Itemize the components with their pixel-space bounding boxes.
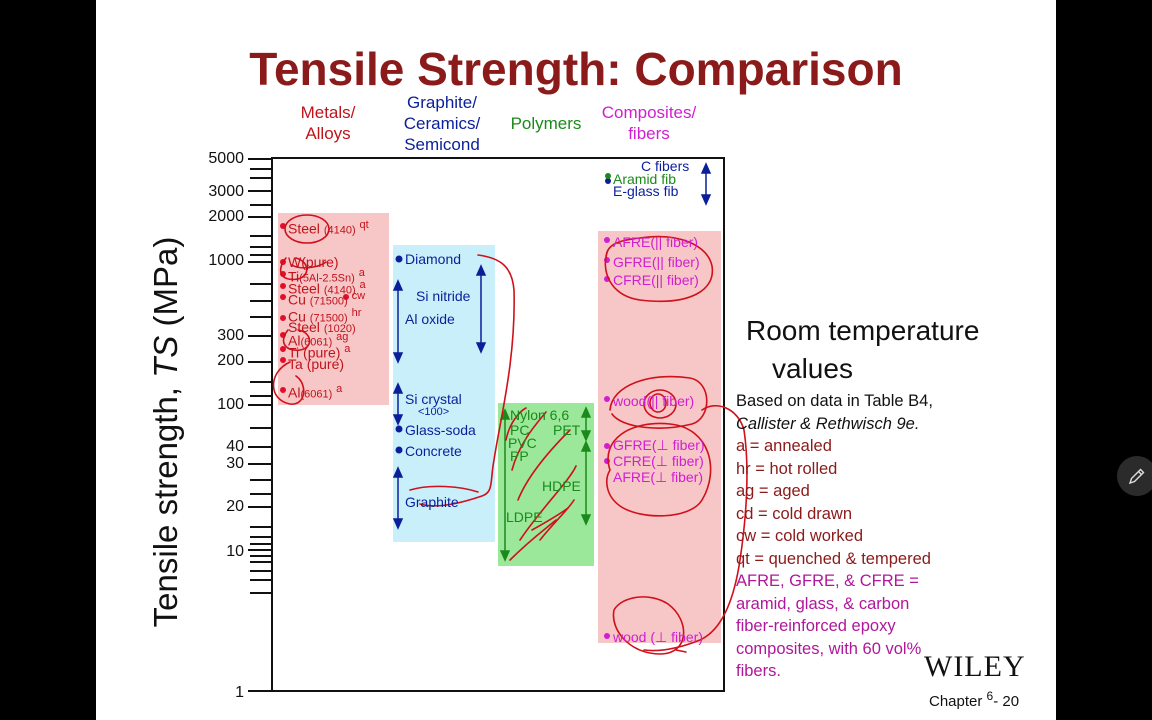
page-title: Tensile Strength: Comparison	[249, 43, 903, 95]
tick-label: 100	[217, 396, 244, 413]
ink-annotations	[272, 214, 748, 655]
tick-label: 5000	[208, 150, 244, 167]
tick-label: 300	[217, 327, 244, 344]
metal-label: Steel (4140) a	[288, 279, 366, 297]
tick-label: 20	[226, 498, 244, 515]
room-temperature-heading: Room temperature values	[746, 315, 980, 384]
plot-frame	[271, 157, 725, 692]
composite-label: AFRE(⊥ fiber)	[613, 469, 703, 485]
composite-points	[604, 237, 610, 639]
metals-band	[278, 213, 389, 405]
ceramic-label: Glass-soda	[405, 422, 476, 438]
metal-label: Ta (pure)	[288, 356, 345, 372]
tick-label: 30	[226, 455, 244, 472]
y-axis-ticks	[248, 158, 272, 692]
category-composites: Composites/fibers	[601, 103, 697, 143]
chapter-label: Chapter 6- 20	[929, 689, 1020, 710]
ceramic-label: Concrete	[405, 443, 462, 459]
metal-label: Ti (pure) a	[288, 343, 351, 361]
fiber-points	[605, 173, 611, 179]
tick-label: 10	[226, 543, 244, 560]
polymer-label: PET	[553, 422, 581, 438]
polymer-label: LDPE	[506, 509, 543, 525]
tick-label: 1000	[208, 252, 244, 269]
metal-label: W(pure)	[288, 254, 339, 270]
composite-label: wood (⊥ fiber)	[613, 629, 704, 645]
metal-label: Steel (1020)	[288, 319, 356, 335]
fiber-label: E-glass fib	[613, 183, 679, 199]
publisher-logo: WILEY	[924, 650, 1026, 683]
ceramic-label: <100>	[418, 406, 450, 418]
composite-label: GFRE(|| fiber)	[613, 254, 700, 270]
ceramic-label: Si nitride	[416, 288, 471, 304]
composite-label: CFRE(|| fiber)	[613, 272, 699, 288]
metal-label: Cu (71500) hr	[288, 307, 362, 325]
ceramic-label: Graphite	[405, 494, 459, 510]
slide	[96, 0, 1056, 720]
tick-label: 200	[217, 352, 244, 369]
composite-label: AFRE(|| fiber)	[613, 234, 699, 250]
polymer-label: PP	[510, 448, 529, 464]
composite-label: GFRE(⊥ fiber)	[613, 437, 705, 453]
metal-label: Ti(5Al-2.5Sn) a	[288, 267, 365, 285]
pencil-icon	[1128, 468, 1145, 485]
polymer-label: PC	[510, 422, 530, 438]
tick-label: 2000	[208, 208, 244, 225]
category-metals: Metals/Alloys	[300, 103, 356, 143]
polymers-band	[498, 403, 594, 566]
fiber-label: Aramid fib	[613, 171, 677, 187]
category-polymers: Polymers	[510, 114, 582, 133]
ceramic-label: Diamond	[405, 251, 462, 267]
polymer-label: HDPE	[542, 478, 581, 494]
metal-label: Steel (4140) qt	[288, 219, 369, 237]
tick-label: 3000	[208, 183, 244, 200]
edit-annotation-button[interactable]	[1117, 456, 1152, 496]
metal-label: Al(6061) a	[288, 383, 343, 401]
polymer-arrows	[499, 406, 592, 562]
polymer-label: PVC	[508, 435, 537, 451]
category-ceramics: Graphite/Ceramics/Semicond	[403, 93, 481, 154]
metal-label: Cu (71500) cw	[288, 290, 366, 308]
range-arrows	[392, 162, 712, 530]
ceramic-points	[395, 178, 611, 454]
ceramic-label: Al oxide	[405, 311, 455, 327]
notes-block: Based on data in Table B4, Callister & R…	[736, 392, 933, 680]
ceramic-label: Si crystal	[405, 391, 462, 407]
fiber-label: C fibers	[641, 158, 690, 174]
polymer-label: Nylon 6,6	[510, 407, 570, 423]
composite-label: CFRE(⊥ fiber)	[613, 453, 704, 469]
tick-label: 40	[226, 438, 244, 455]
metal-label: Al(6061) ag	[288, 331, 349, 349]
composite-label: wood(|| fiber)	[613, 393, 695, 409]
tick-label: 1	[235, 684, 244, 701]
